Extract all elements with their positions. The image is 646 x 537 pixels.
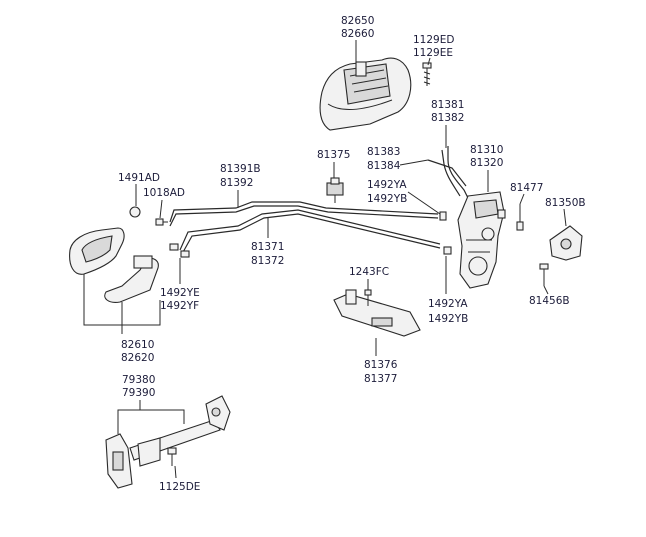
callout-1018ad: 1018AD: [143, 187, 185, 199]
callout-81377: 81377: [364, 373, 397, 385]
screw-81456b: [539, 263, 549, 286]
callout-1129ee: 1129EE: [413, 47, 453, 59]
callout-81381: 81381: [431, 99, 464, 111]
clip-81375: [326, 177, 344, 203]
callout-82610: 82610: [121, 339, 154, 351]
callout-81371: 81371: [251, 241, 284, 253]
bolt-1129ed: [422, 62, 432, 86]
callout-1492yb-bottom: 1492YB: [428, 313, 468, 325]
screw-1125de: [167, 447, 177, 466]
callout-1491ad: 1491AD: [118, 172, 160, 184]
callout-81310: 81310: [470, 144, 503, 156]
remote-rods: [169, 201, 452, 258]
lock-rods: [427, 146, 473, 207]
screw-81477: [516, 204, 524, 231]
outside-door-handle: [319, 57, 412, 131]
leader-lines: [83, 40, 567, 479]
striker-81350b: [549, 225, 583, 261]
bolts-1491ad-1018ad: [129, 206, 168, 226]
callout-79380: 79380: [122, 374, 155, 386]
callout-82620: 82620: [121, 352, 154, 364]
callout-81376: 81376: [364, 359, 398, 371]
callout-81350b: 81350B: [545, 197, 586, 209]
callout-81372: 81372: [251, 255, 284, 267]
callout-82650: 82650: [341, 15, 374, 27]
callout-81477: 81477: [510, 182, 543, 194]
callout-1129ed: 1129ED: [413, 34, 454, 46]
inside-door-handle: [69, 227, 159, 303]
callout-81383: 81383: [367, 146, 400, 158]
callout-1492yb-top: 1492YB: [367, 193, 407, 205]
callout-81456b: 81456B: [529, 295, 570, 307]
callout-82660: 82660: [341, 28, 374, 40]
callout-81382: 81382: [431, 112, 464, 124]
callout-1492ya-top: 1492YA: [367, 179, 407, 191]
callout-81320: 81320: [470, 157, 503, 169]
callout-1492yf: 1492YF: [160, 300, 199, 312]
bracket-81376: [333, 289, 421, 337]
callout-1492ya-bottom: 1492YA: [428, 298, 468, 310]
door-checker: [105, 395, 231, 489]
callout-1492ye: 1492YE: [160, 287, 200, 299]
callout-81392: 81392: [220, 177, 253, 189]
door-latch-assembly: [457, 191, 506, 289]
callout-81391b: 81391B: [220, 163, 261, 175]
callout-81375: 81375: [317, 149, 350, 161]
callout-79390: 79390: [122, 387, 155, 399]
callout-1125de: 1125DE: [159, 481, 200, 493]
callout-labels: 82650 82660 1129ED 1129EE 81381 81382 81…: [118, 15, 586, 493]
callout-1243fc: 1243FC: [349, 266, 389, 278]
callout-81384: 81384: [367, 160, 401, 172]
